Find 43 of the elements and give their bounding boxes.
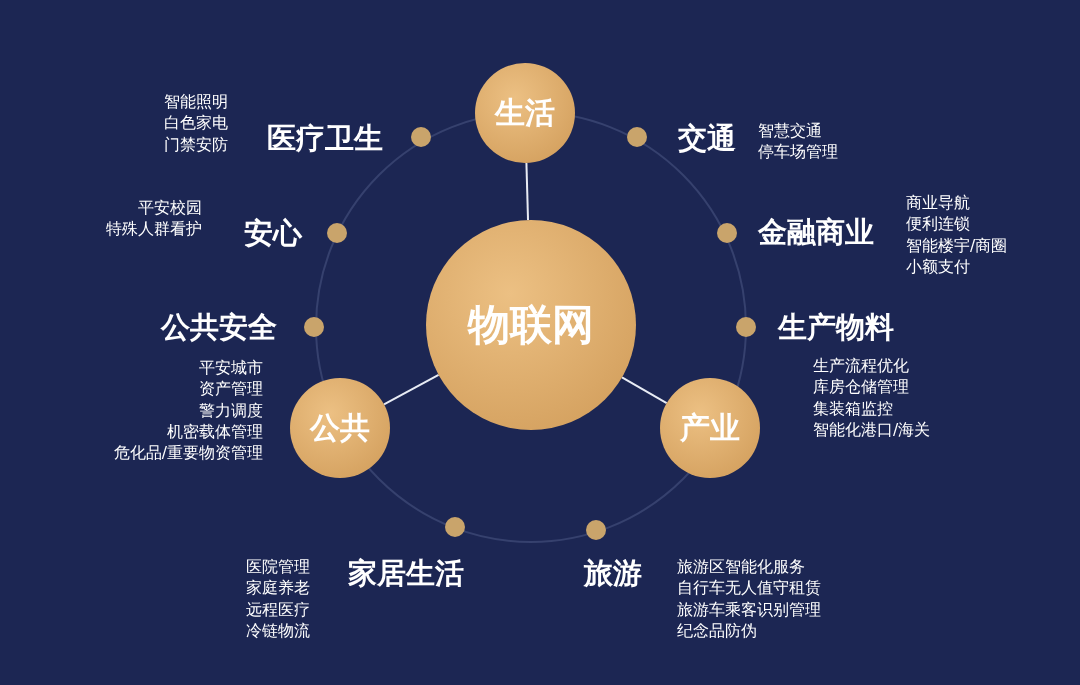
list-item: 旅游区智能化服务 (677, 557, 805, 577)
category-title: 交通 (678, 120, 736, 156)
list-item: 自行车无人值守租赁 (677, 578, 821, 599)
list-item: 停车场管理 (758, 142, 838, 163)
category-title: 公共安全 (161, 309, 277, 345)
category-title: 医疗卫生 (267, 120, 383, 156)
list-item: 门禁安防 (164, 134, 228, 155)
connector-line (525, 162, 530, 222)
list-item: 机密载体管理 (167, 421, 263, 442)
list-item: 危化品/重要物资管理 (113, 443, 263, 464)
list-item: 智能照明 (164, 92, 228, 112)
category-title: 家居生活 (348, 555, 464, 591)
topic-circle: 公共 (290, 378, 390, 478)
list-item: 智能化港口/海关 (813, 419, 931, 440)
topic-circle: 物联网 (426, 220, 636, 430)
topic-circle: 生活 (475, 63, 575, 163)
category-title: 金融商业 (758, 214, 874, 250)
category-title: 旅游 (584, 555, 642, 591)
list-item: 便利连锁 (906, 214, 970, 235)
list-item: 智能楼宇/商圈 (906, 235, 1008, 256)
list-item: 冷链物流 (246, 620, 310, 641)
list-item: 警力调度 (199, 400, 263, 421)
connector-line (383, 373, 440, 406)
connector-line (621, 376, 668, 405)
list-item: 资产管理 (199, 379, 263, 400)
topic-circle: 产业 (660, 378, 760, 478)
list-item: 家庭养老 (246, 578, 310, 599)
category-title: 生产物料 (778, 309, 894, 345)
list-item: 小额支付 (906, 256, 970, 277)
list-item: 平安校园 (138, 198, 202, 218)
list-item: 旅游车乘客识别管理 (677, 599, 821, 620)
list-item: 医院管理 (246, 557, 310, 577)
list-item: 纪念品防伪 (677, 620, 757, 641)
list-item: 远程医疗 (246, 599, 310, 620)
list-item: 智慧交通 (758, 121, 822, 141)
list-item: 白色家电 (164, 113, 228, 134)
list-item: 商业导航 (906, 193, 970, 213)
list-item: 库房仓储管理 (813, 377, 909, 398)
list-item: 生产流程优化 (813, 356, 909, 376)
list-item: 集装箱监控 (813, 398, 893, 419)
list-item: 特殊人群看护 (106, 219, 202, 240)
category-title: 安心 (244, 215, 302, 251)
list-item: 平安城市 (199, 358, 263, 378)
